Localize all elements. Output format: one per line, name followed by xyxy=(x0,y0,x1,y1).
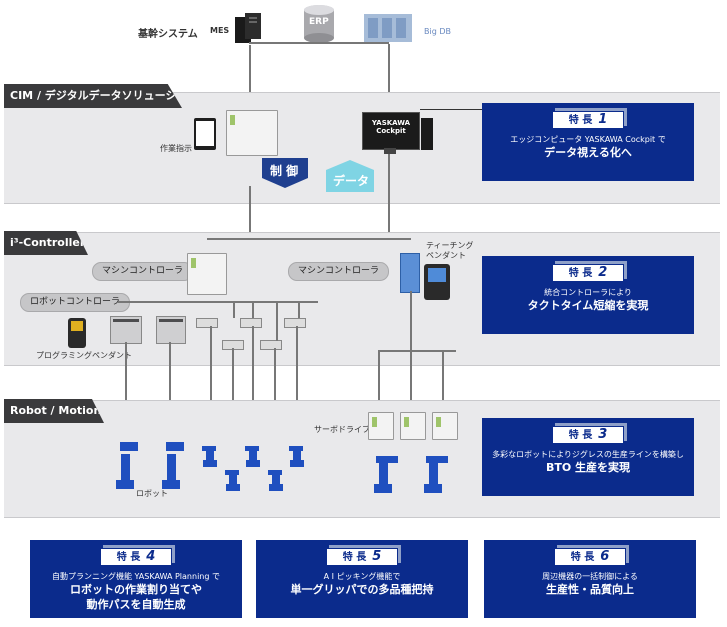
robot-drop-line xyxy=(296,326,298,444)
erp-database-icon: ERP xyxy=(302,4,336,44)
connector-mes-line xyxy=(249,45,251,115)
robot-arm-small xyxy=(223,468,243,492)
bigdb-server-icon xyxy=(362,10,414,44)
feature-5-line1: A I ピッキング機能で xyxy=(323,572,401,581)
connector-cim-controller-right xyxy=(388,154,390,238)
robot-band-title: Robot / Motion xyxy=(4,399,104,423)
servo-drive-label: サーボドライブ xyxy=(314,425,370,434)
erp-label: ERP xyxy=(309,17,329,27)
machine-controller-1-cabinet xyxy=(187,253,227,295)
teaching-pendant-label-2: ペンダント xyxy=(426,251,466,260)
robot-arm-small xyxy=(200,444,220,468)
robot-arm-small xyxy=(266,468,286,492)
servo-drop-line xyxy=(378,350,380,412)
servo-unit xyxy=(260,340,282,350)
feature-5-line2: 単一グリッパでの多品種把持 xyxy=(290,583,434,596)
control-label: 制 御 xyxy=(270,164,299,178)
feature-1-pointer xyxy=(420,109,482,110)
robot-arm-large-2 xyxy=(158,440,186,490)
robot-drop-line xyxy=(252,326,254,444)
data-label: データ xyxy=(333,174,370,188)
data-arrow: データ xyxy=(326,160,374,192)
connector-mes-erp-line xyxy=(249,42,389,44)
programming-pendant-icon xyxy=(68,318,86,348)
feature-2-line2: タクトタイム短縮を実現 xyxy=(527,299,649,312)
controller-band-title: i³-Controller xyxy=(4,231,88,255)
robot-label: ロボット xyxy=(136,489,168,498)
feature-4-line2: ロボットの作業割り当てや xyxy=(70,583,202,596)
robot-arm-medium-1 xyxy=(370,452,400,494)
control-arrow: 制 御 xyxy=(262,158,308,188)
servo-bus-line xyxy=(378,350,456,352)
drop-line xyxy=(298,301,300,318)
connector-bus-redraw xyxy=(207,238,411,240)
programming-pendant-label: プログラミングペンダント xyxy=(36,351,132,360)
machine-controller-2-unit xyxy=(400,253,420,293)
mes-label: MES xyxy=(210,26,230,35)
servo-drop-line xyxy=(410,350,412,412)
teaching-pendant-label-1: ティーチング xyxy=(426,241,474,250)
robot-drop-line xyxy=(169,342,171,442)
cim-control-cabinet xyxy=(226,110,278,156)
machine-controller-2-label: マシンコントローラ xyxy=(288,262,390,281)
feature-6-line2: 生産性・品質向上 xyxy=(546,583,634,596)
robot-arm-small xyxy=(287,444,307,468)
feature-4-line3: 動作パスを自動生成 xyxy=(86,598,186,611)
base-system-label: 基幹システム xyxy=(138,29,198,40)
servo-drive-unit-1 xyxy=(368,412,394,440)
robot-controller-line xyxy=(118,301,318,303)
servo-drive-unit-2 xyxy=(400,412,426,440)
servo-drive-unit-3 xyxy=(432,412,458,440)
bigdb-label: Big DB xyxy=(424,27,451,36)
cockpit-label-line1: YASKAWA xyxy=(371,119,411,127)
robot-drop-line xyxy=(210,326,212,444)
cim-band-title: CIM / デジタルデータソリューション xyxy=(4,84,182,108)
feature-3-line2: BTO 生産を実現 xyxy=(545,461,631,474)
cockpit-label-line2: Cockpit xyxy=(376,127,406,135)
work-instruction-label: 作業指示 xyxy=(160,144,192,153)
robot-controller-label: ロボットコントローラ xyxy=(20,293,131,312)
robot-controller-unit-1 xyxy=(110,316,142,344)
drop-line xyxy=(276,301,278,341)
mes-server-icon xyxy=(233,11,267,45)
servo-unit xyxy=(284,318,306,328)
cockpit-monitor: YASKAWA Cockpit xyxy=(362,112,420,150)
feature-6-line1: 周辺機器の一括制御による xyxy=(542,572,638,581)
machine-controller-1-label: マシンコントローラ xyxy=(92,262,194,281)
feature-3-line1: 多彩なロボットによりジグレスの生産ラインを構築し xyxy=(492,450,684,459)
connector-cim-controller-left xyxy=(249,186,251,238)
feature-2-line1: 統合コントローラにより xyxy=(544,288,632,297)
servo-unit xyxy=(196,318,218,328)
robot-controller-unit-2 xyxy=(156,316,186,344)
feature-4-line1: 自動プランニング機能 YASKAWA Planning で xyxy=(52,572,220,581)
servo-drop-line xyxy=(410,291,412,352)
connector-bigdb-line xyxy=(388,44,390,114)
feature-1-line1: エッジコンピュータ YASKAWA Cockpit で xyxy=(510,135,666,144)
servo-drop-line xyxy=(442,350,444,412)
teaching-pendant-icon xyxy=(424,264,450,300)
robot-arm-large-1 xyxy=(112,440,140,490)
drop-line xyxy=(233,301,235,318)
robot-drop-line xyxy=(125,342,127,442)
servo-unit xyxy=(240,318,262,328)
cockpit-monitor-stand xyxy=(384,148,396,154)
robot-arm-medium-2 xyxy=(420,452,450,494)
robot-arm-small xyxy=(243,444,263,468)
cockpit-pc-tower xyxy=(421,118,433,150)
tablet-icon xyxy=(194,118,216,150)
drop-line xyxy=(252,301,254,318)
feature-1-line2: データ視える化へ xyxy=(544,146,632,159)
